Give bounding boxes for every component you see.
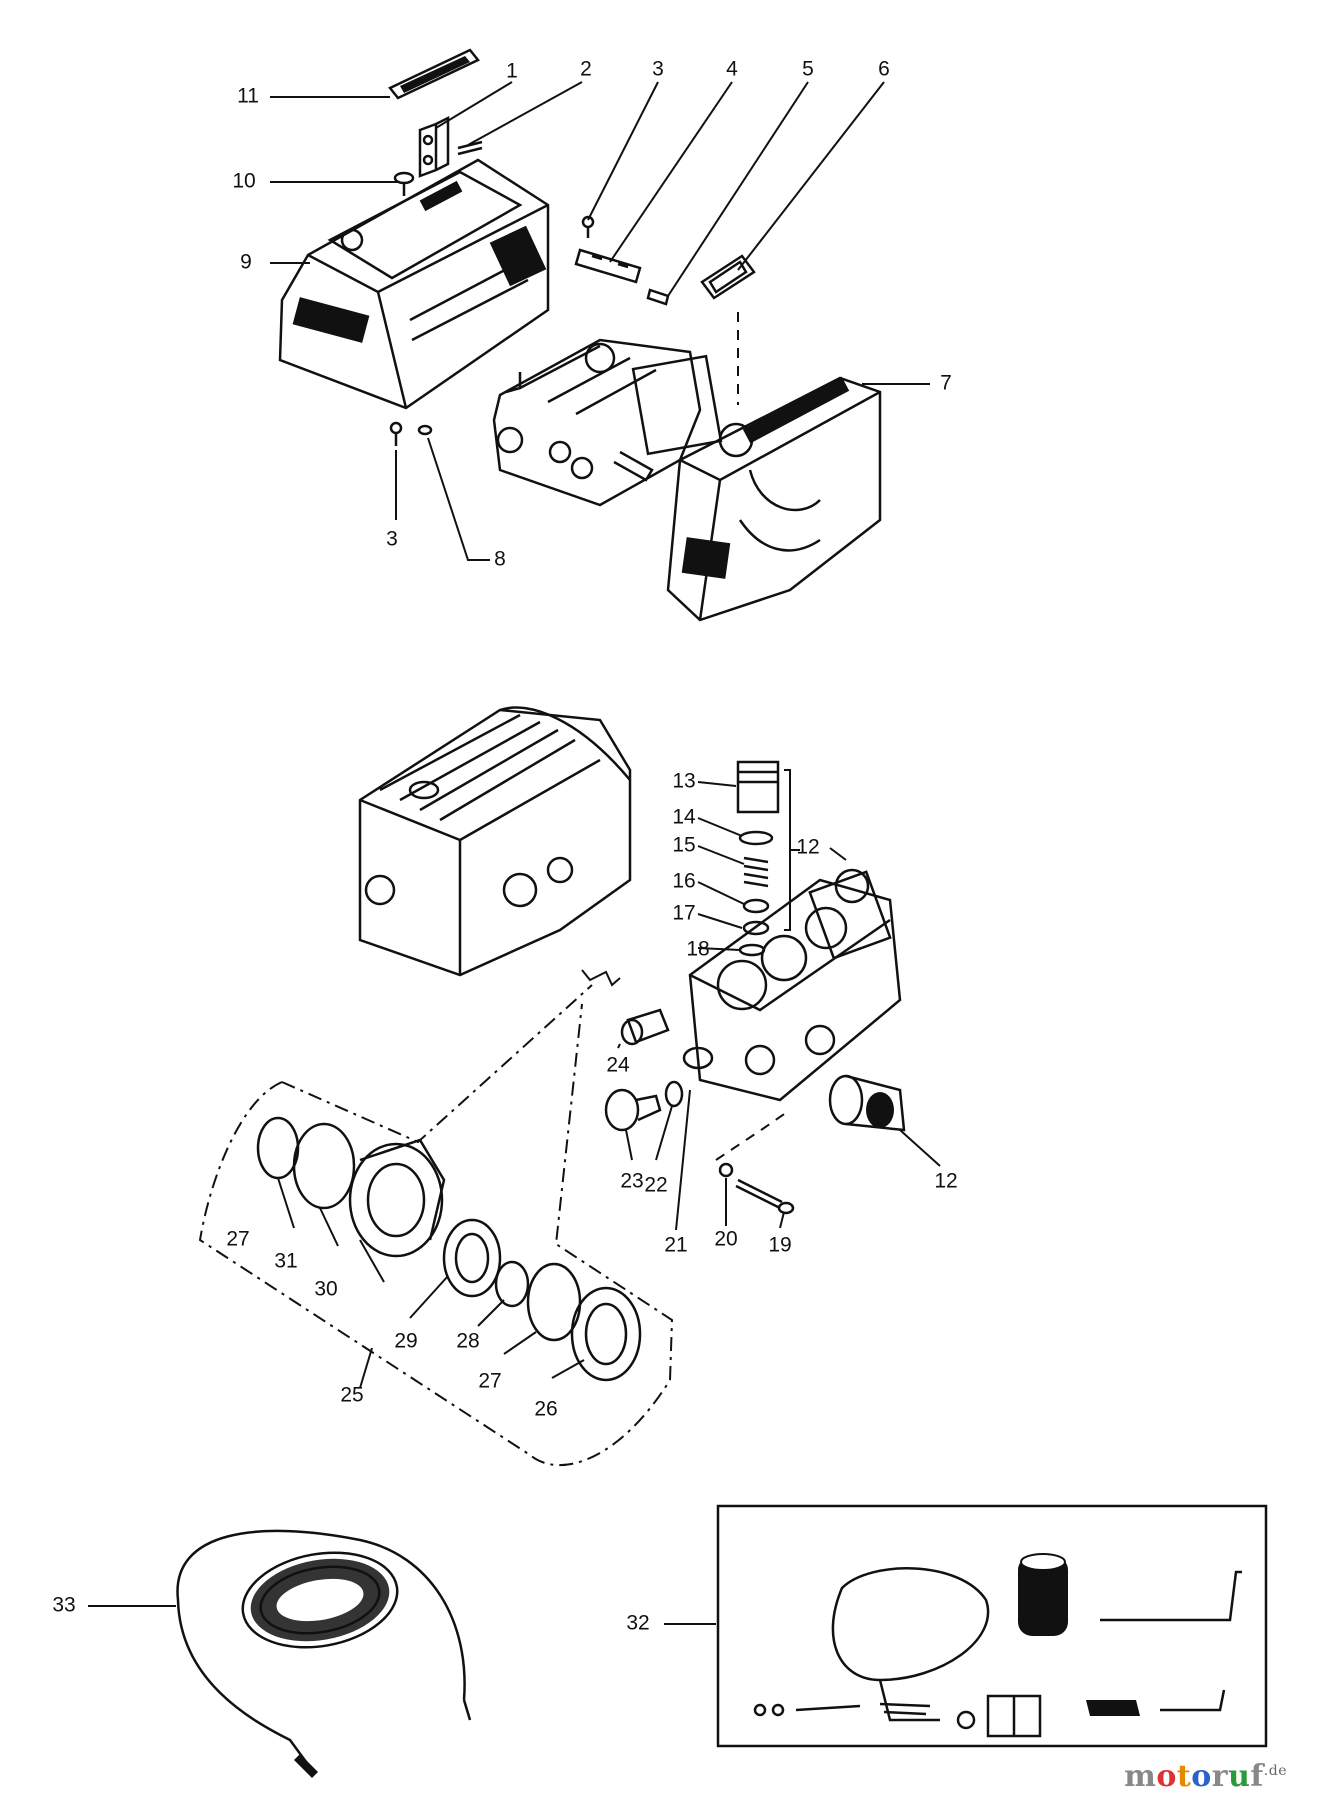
callout-23: 23	[620, 1170, 643, 1193]
pump-exploded-view	[198, 706, 941, 1467]
part-31-oring	[292, 1122, 356, 1210]
callout-25: 25	[340, 1384, 363, 1407]
callout-9: 9	[240, 251, 252, 274]
bolt-guide	[715, 1109, 791, 1161]
watermark: motoruf.de	[1124, 1759, 1287, 1794]
hose-part-33	[176, 1529, 472, 1778]
part-28-ring	[494, 1260, 530, 1308]
callout-3b: 3	[386, 528, 398, 551]
callout-15: 15	[672, 834, 695, 857]
callout-14: 14	[672, 806, 696, 829]
part-5-clip	[646, 288, 670, 306]
part-20-washer	[718, 1162, 734, 1178]
callout-29: 29	[394, 1330, 417, 1353]
callout-32: 32	[626, 1612, 649, 1635]
part-24-plug	[620, 1008, 670, 1046]
callout-20: 20	[714, 1228, 737, 1251]
callout-22: 22	[644, 1174, 667, 1197]
part-23-cap	[604, 1088, 662, 1132]
part-26-seal	[570, 1286, 642, 1382]
callout-12: 12	[796, 836, 819, 859]
callout-13: 13	[672, 770, 695, 793]
seal-kit-group-25	[198, 969, 674, 1467]
pump-crankcase	[358, 706, 632, 977]
part-11-grip	[388, 48, 480, 100]
part-22-ring	[664, 1080, 684, 1108]
unloader-valve-stack	[736, 760, 800, 957]
callout-3: 3	[652, 58, 664, 81]
callout-6: 6	[878, 58, 890, 81]
callout-12b: 12	[934, 1170, 957, 1193]
part-9-housing	[278, 158, 550, 410]
part-12-fitting	[828, 1074, 906, 1132]
callout-27: 27	[226, 1228, 249, 1251]
pump-engine-block	[492, 338, 723, 507]
callout-2: 2	[580, 58, 592, 81]
part-27-oring-b	[526, 1262, 582, 1342]
part-3-screw-upper	[581, 215, 595, 238]
callout-10: 10	[232, 170, 255, 193]
callout-26: 26	[534, 1398, 557, 1421]
callout-8: 8	[494, 548, 506, 571]
callout-17: 17	[672, 902, 695, 925]
callout-21: 21	[664, 1234, 687, 1257]
filter-cylinder	[1018, 1553, 1068, 1636]
callout-4: 4	[726, 58, 738, 81]
callout-28: 28	[456, 1330, 479, 1353]
middle-leaders	[277, 781, 941, 1389]
callout-19: 19	[768, 1234, 791, 1257]
callout-33: 33	[52, 1594, 75, 1617]
small-parts	[753, 1694, 1140, 1738]
callout-11: 11	[237, 85, 259, 108]
part-3-screw-lower	[389, 421, 403, 446]
part-10-screw	[393, 171, 415, 196]
accessory-kit-part-32	[716, 1504, 1268, 1748]
part-6-gasket	[700, 254, 756, 300]
part-29-seal	[442, 1218, 502, 1298]
callout-27b: 27	[478, 1370, 501, 1393]
callout-7: 7	[940, 372, 952, 395]
wrench-a	[1100, 1570, 1242, 1622]
part-1-bracket	[418, 115, 450, 178]
callout-18: 18	[686, 938, 709, 961]
callout-1: 1	[506, 60, 518, 83]
part-4-mount	[574, 248, 642, 284]
watermark-suffix: .de	[1263, 1763, 1287, 1779]
upper-assembly	[270, 48, 930, 622]
callout-24: 24	[606, 1054, 630, 1077]
part-7-engine	[666, 376, 882, 622]
callout-31: 31	[274, 1250, 297, 1273]
part-27-oring-a	[256, 1116, 300, 1180]
callout-labels: 1 2 3 4 5 6 7 8 9 10 11 3 12 12 13 14 15…	[52, 58, 957, 1635]
callout-30: 30	[314, 1278, 337, 1301]
part-19-bolt	[735, 1178, 795, 1215]
callout-16: 16	[672, 870, 695, 893]
part-8-washer	[417, 424, 433, 436]
callout-5: 5	[802, 58, 814, 81]
pump-manifold	[682, 868, 902, 1102]
part-30-seal-housing	[348, 1138, 446, 1258]
wrench-b	[1160, 1689, 1226, 1712]
upper-leaders	[270, 81, 930, 561]
